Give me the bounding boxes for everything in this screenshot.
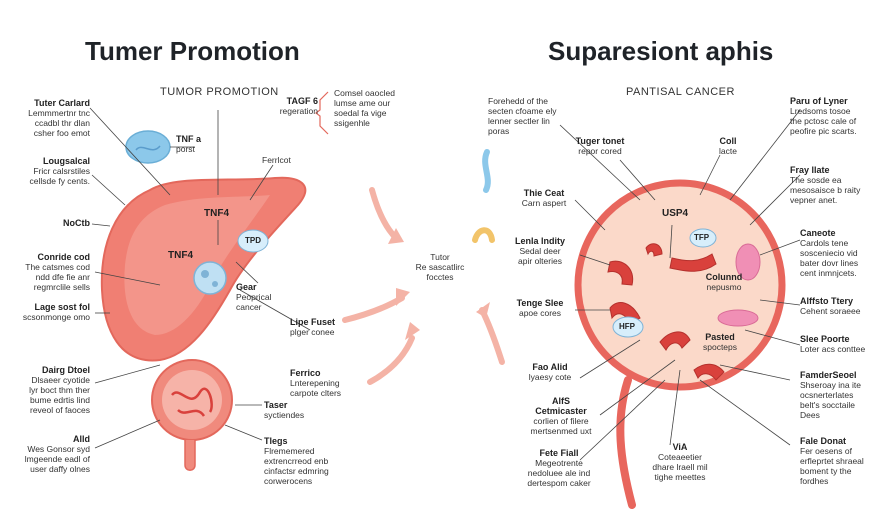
left-label-3: NoCtb [63, 218, 90, 228]
center-arrow-1 [369, 187, 399, 241]
pink-organelle-1 [735, 243, 761, 281]
tfp-label: TFP [694, 233, 710, 242]
blue-worm [482, 149, 491, 193]
tnf4-label-a: TNF4 [204, 208, 229, 219]
usp4-label: USP4 [662, 208, 689, 219]
tfp-badge [689, 228, 717, 248]
hfp-badge [612, 316, 644, 338]
tnf4-label-b: TNF4 [168, 250, 193, 261]
center-arrow-3 [367, 335, 415, 385]
liver-highlight [124, 195, 270, 335]
center-arrow-2 [342, 295, 405, 323]
left-subtitle: TUMOR PROMOTION [160, 86, 279, 98]
right-title: Suparesiont aphis [548, 36, 774, 66]
blue-cell [125, 130, 171, 164]
liver-tumor [193, 261, 227, 295]
hfp-label: HFP [619, 322, 635, 331]
cell-tail [616, 376, 636, 509]
yellow-worm [472, 227, 495, 243]
ferrict-label: Ferrlcot [262, 155, 291, 165]
tpd-badge [237, 229, 269, 253]
right-subtitle: PANTISAL CANCER [626, 86, 735, 98]
pink-organelle-2 [717, 309, 759, 327]
left-title: Tumer Promotion [85, 36, 300, 66]
center-arrow-4 [479, 307, 505, 365]
tpd-label: TPD [245, 236, 261, 245]
